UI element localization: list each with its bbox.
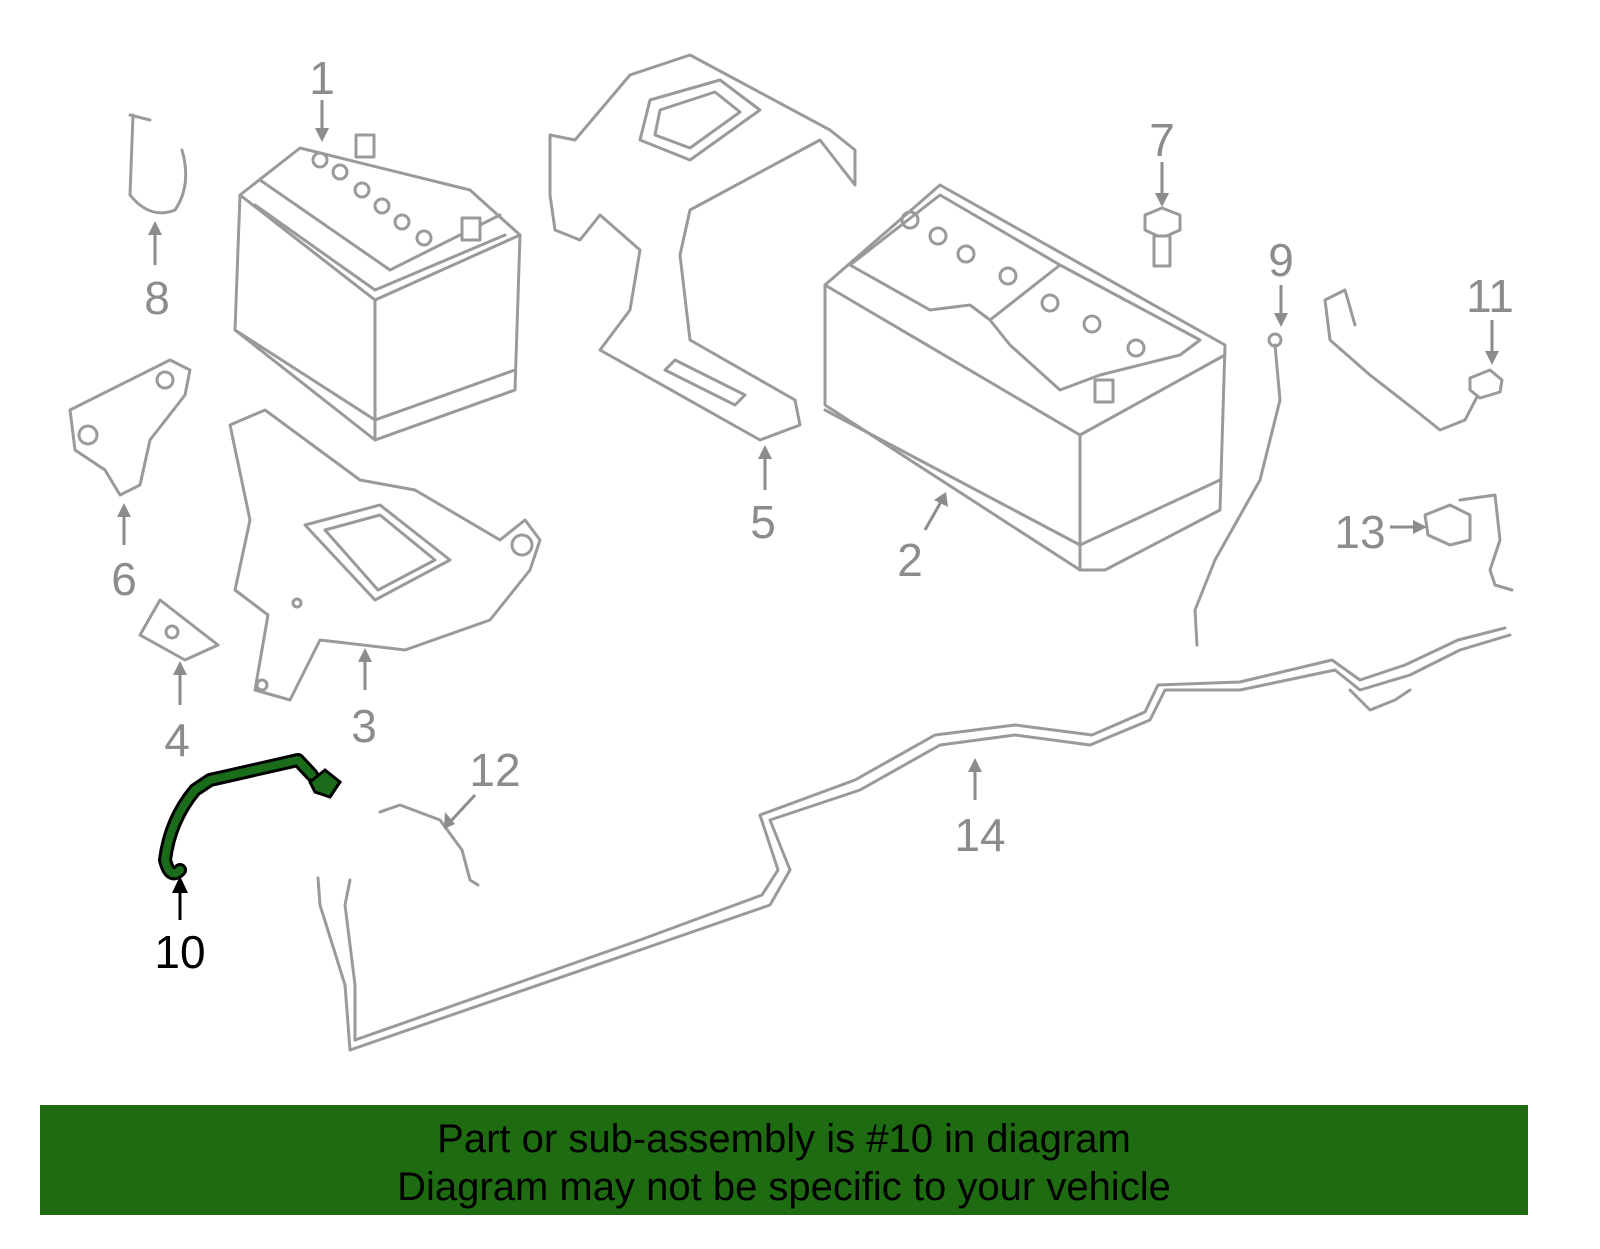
part-9-cable[interactable]: [1193, 343, 1282, 647]
callout-7: 7: [1149, 114, 1175, 166]
callout-10: 10: [154, 926, 205, 978]
part-14-wiring-harness[interactable]: [316, 626, 1512, 1052]
banner-line-1: Part or sub-assembly is #10 in diagram: [437, 1117, 1131, 1161]
callout-8: 8: [144, 272, 170, 324]
callout-14: 14: [954, 809, 1005, 861]
part-7-bolt[interactable]: [1143, 206, 1182, 268]
callout-13: 13: [1334, 506, 1385, 558]
part-6-bracket[interactable]: [68, 358, 192, 497]
part-10-cable-highlighted[interactable]: [158, 753, 343, 881]
callout-arrows: [117, 100, 1499, 920]
callout-9: 9: [1268, 234, 1294, 286]
callout-11: 11: [1466, 270, 1514, 322]
callout-5: 5: [750, 496, 776, 548]
part-2-battery[interactable]: [823, 183, 1227, 572]
part-1-battery[interactable]: [233, 133, 522, 442]
callout-12: 12: [469, 744, 520, 796]
banner-line-2: Diagram may not be specific to your vehi…: [397, 1165, 1171, 1209]
callout-4: 4: [164, 714, 190, 766]
callout-6: 6: [111, 553, 137, 605]
part-8-cable[interactable]: [128, 113, 188, 215]
callout-3: 3: [351, 700, 377, 752]
info-banner: Part or sub-assembly is #10 in diagram D…: [40, 1105, 1528, 1215]
part-5-battery-holder[interactable]: [548, 53, 857, 442]
part-12-cable[interactable]: [378, 803, 480, 887]
callout-2: 2: [897, 534, 923, 586]
part-11-cable[interactable]: [1323, 288, 1504, 432]
callout-1: 1: [309, 52, 335, 104]
part-13-cable[interactable]: [1423, 493, 1514, 592]
part-3-battery-tray[interactable]: [228, 408, 542, 702]
